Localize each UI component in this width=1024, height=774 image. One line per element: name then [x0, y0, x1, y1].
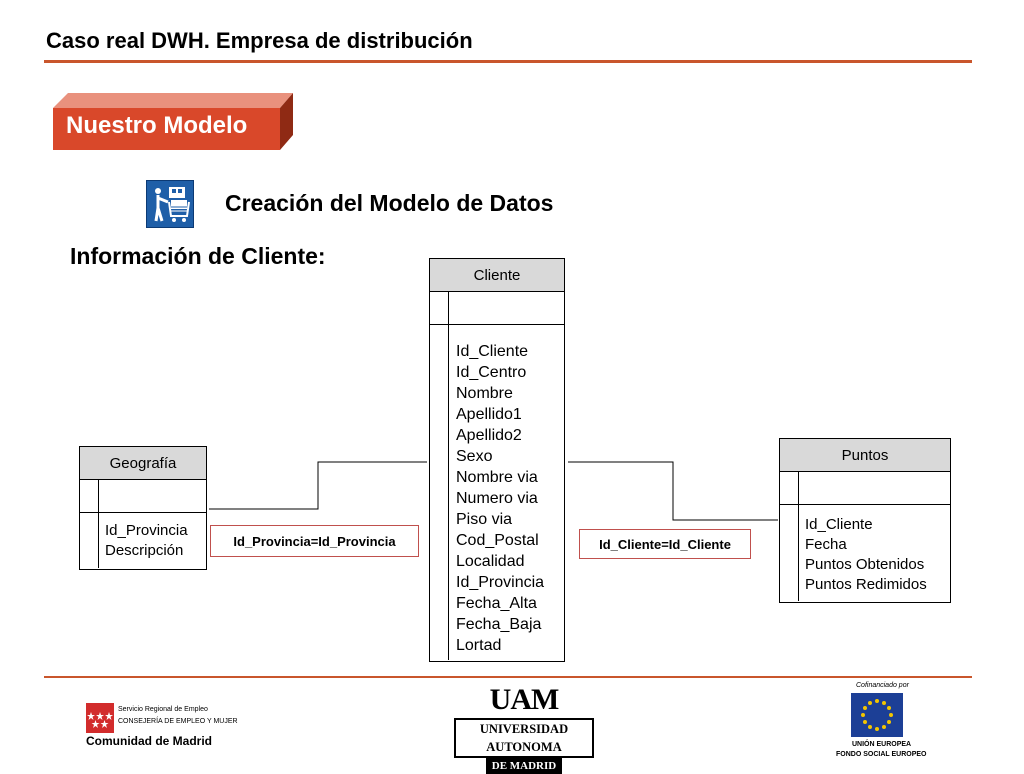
field: Id_Cliente — [456, 343, 529, 360]
madrid-service-text: Servicio Regional de Empleo — [118, 706, 208, 713]
eu-flag-icon — [851, 693, 903, 737]
header-divider — [44, 60, 972, 63]
field: Localidad — [456, 553, 525, 570]
comunidad-madrid-name: Comunidad de Madrid — [86, 734, 212, 748]
field: Descripción — [105, 542, 184, 559]
field: Puntos Redimidos — [805, 576, 927, 593]
footer-divider — [44, 676, 972, 678]
eu-cofinanced-caption: Cofinanciado por — [856, 682, 909, 689]
entity-puntos-key-row — [780, 472, 950, 505]
slide-header-title: Caso real DWH. Empresa de distribución — [46, 28, 473, 53]
relationship-label-cliente: Id_Cliente=Id_Cliente — [579, 529, 751, 559]
field: Sexo — [456, 448, 493, 465]
entity-puntos[interactable]: Puntos Id_Cliente Fecha Puntos Obtenidos… — [779, 438, 951, 603]
uam-city: DE MADRID — [486, 758, 562, 774]
eu-fund-text: FONDO SOCIAL EUROPEO — [836, 751, 927, 758]
relationship-label-provincia: Id_Provincia=Id_Provincia — [210, 525, 419, 557]
entity-cliente-key-row — [430, 292, 564, 325]
entity-cliente-fields: Id_Cliente Id_Centro Nombre Apellido1 Ap… — [430, 325, 564, 660]
uam-logo: UAM UNIVERSIDAD AUTONOMA DE MADRID — [454, 683, 594, 774]
field: Fecha — [805, 536, 847, 553]
entity-geografia[interactable]: Geografía Id_Provincia Descripción — [79, 446, 207, 570]
entity-puntos-fields: Id_Cliente Fecha Puntos Obtenidos Puntos… — [780, 505, 950, 601]
field: Nombre via — [456, 469, 538, 486]
entity-cliente[interactable]: Cliente Id_Cliente Id_Centro Nombre Apel… — [429, 258, 565, 662]
field: Fecha_Alta — [456, 595, 537, 612]
section-banner — [53, 108, 280, 150]
field: Lortad — [456, 637, 502, 654]
field: Apellido2 — [456, 427, 522, 444]
uam-name: UNIVERSIDAD AUTONOMA — [454, 718, 594, 758]
field: Puntos Obtenidos — [805, 556, 925, 573]
section-banner-shape — [53, 93, 293, 150]
field: Apellido1 — [456, 406, 522, 423]
entity-geografia-title: Geografía — [80, 447, 206, 480]
field: Nombre — [456, 385, 513, 402]
subsection-title: Creación del Modelo de Datos — [225, 190, 554, 216]
madrid-department-text: CONSEJERÍA DE EMPLEO Y MUJER — [118, 718, 238, 725]
entity-geografia-key-row — [80, 480, 206, 513]
field: Id_Provincia — [105, 522, 188, 539]
entity-geografia-fields: Id_Provincia Descripción — [80, 513, 206, 568]
section-title: Información de Cliente: — [70, 243, 326, 269]
section-banner-label: Nuestro Modelo — [66, 112, 248, 139]
comunidad-madrid-flag-logo — [86, 703, 114, 733]
eu-union-text: UNIÓN EUROPEA — [852, 741, 912, 748]
uam-monogram: UAM — [489, 683, 560, 716]
field: Piso via — [456, 511, 513, 528]
shopping-cart-icon — [146, 180, 194, 228]
relationship-connectors — [209, 461, 778, 521]
field: Cod_Postal — [456, 532, 539, 549]
field: Fecha_Baja — [456, 616, 542, 633]
field: Id_Cliente — [805, 516, 873, 533]
entity-puntos-title: Puntos — [780, 439, 950, 472]
entity-cliente-title: Cliente — [430, 259, 564, 292]
field: Id_Centro — [456, 364, 527, 381]
field: Numero via — [456, 490, 538, 507]
field: Id_Provincia — [456, 574, 545, 591]
